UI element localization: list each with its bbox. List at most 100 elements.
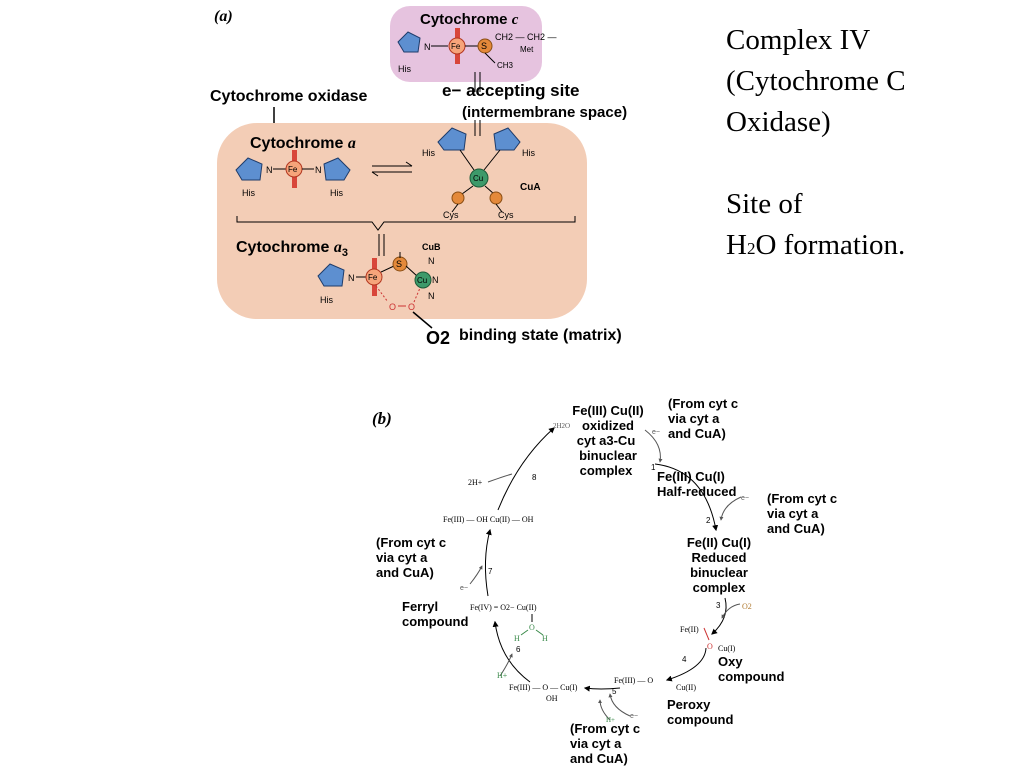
arc-2hplus: [487, 473, 513, 483]
intermembrane-space: (intermembrane space): [462, 104, 627, 121]
oxidized-line-2: oxidized: [582, 418, 634, 433]
a3-cu-o-bond: [413, 287, 421, 303]
cyt-c-title: Cytochrome c: [420, 11, 519, 28]
peroxy-line-2: compound: [667, 712, 733, 727]
from-cyt-1: (From cyt c via cyt a and CuA): [668, 396, 738, 441]
arc-step-6: [492, 620, 531, 683]
cua-his-right: His: [522, 148, 535, 158]
cyt-c-met: Met: [520, 45, 534, 54]
step-8: 8: [532, 473, 537, 482]
site-subscript: 2: [746, 239, 756, 258]
oxidized-state: Fe(III) Cu(II) oxidized cyt a3-Cu binucl…: [572, 403, 644, 478]
arc-o2-in: [721, 603, 741, 619]
cyt-c-his-ring: [397, 31, 421, 53]
arc-electron-2: [719, 496, 742, 521]
water-h-right: H: [542, 634, 548, 643]
oxy-line-2: compound: [718, 669, 784, 684]
cyt-a3-bond-2: [380, 265, 395, 273]
cyt-a3-his-ring: [317, 263, 345, 287]
from-cyt-2-line-2: via cyt a: [767, 506, 819, 521]
cyt-c-ch3: CH3: [497, 61, 514, 70]
arc-step-7: [484, 528, 492, 597]
step-5: 5: [612, 687, 617, 696]
cua-his-left-ring: [437, 127, 467, 151]
ferryl-line-2: compound: [402, 614, 468, 629]
cyt-a3-cu: Cu: [417, 276, 427, 285]
from-cyt-4-line-3: and CuA): [376, 565, 434, 580]
peroxy-struct: Fe(III) — O: [614, 676, 653, 685]
site-line-1: Site of: [726, 188, 803, 220]
a3-fe-o-bond: [375, 285, 389, 303]
from-cyt-1-line-3: and CuA): [668, 426, 726, 441]
two-h2o: 2H2O: [553, 422, 570, 430]
step-1: 1: [651, 463, 656, 472]
o2-binding-o2: O2: [426, 328, 450, 348]
oxy-struct-bond: [703, 627, 710, 641]
slide-title-line-1: Complex IV: [726, 24, 871, 56]
site-rest: O formation.: [755, 229, 906, 261]
cua-bond-cys-right: [495, 203, 503, 213]
cyt-a3-title: Cytochrome a3: [236, 239, 348, 259]
from-cyt-1-line-2: via cyt a: [668, 411, 720, 426]
e-accepting-site: e− accepting site: [442, 81, 579, 100]
cua-cu-atom: [469, 168, 489, 188]
peroxy-compound: Peroxy compound: [667, 697, 733, 727]
cyt-c-his: His: [398, 64, 411, 74]
cua-cys-left: Cys: [443, 210, 459, 220]
reduced-line-4: complex: [693, 580, 747, 595]
arc-hplus-6: [499, 653, 513, 677]
reduced-state: Fe(II) Cu(I) Reduced binuclear complex: [687, 535, 751, 595]
water-bond-left: [520, 629, 529, 636]
o2-binding-state: binding state (matrix): [459, 327, 622, 344]
step-2: 2: [706, 516, 711, 525]
cyt-a-his-right: His: [330, 188, 343, 198]
two-hplus: 2H+: [468, 478, 483, 487]
half-reduced-line-2: Half-reduced: [657, 484, 737, 499]
step-3: 3: [716, 601, 721, 610]
cua-his-left: His: [422, 148, 435, 158]
e-minus-1: e−: [652, 429, 660, 436]
cua-bond-s-left: [461, 185, 474, 195]
o2-small: O2: [742, 602, 752, 611]
from-cyt-3: (From cyt c via cyt a and CuA): [570, 721, 640, 766]
arc-hplus-5: [598, 699, 611, 721]
cyt-a-his-left: His: [242, 188, 255, 198]
e-minus-3: e−: [630, 713, 638, 720]
from-cyt-2: (From cyt c via cyt a and CuA): [767, 491, 837, 536]
step-6: 6: [516, 645, 521, 654]
oxidized-line-1: Fe(III) Cu(II): [572, 403, 644, 418]
cua-s-left-atom: [451, 191, 465, 205]
cub-label: CuB: [422, 242, 441, 252]
cua-label: CuA: [520, 182, 541, 193]
site-line-2: H2O formation.: [726, 231, 905, 260]
cyt-a-fe: Fe: [288, 165, 298, 174]
cyt-a3-cu-atom: [414, 271, 432, 289]
cyt-c-ch2: CH2 — CH2 —: [495, 32, 557, 42]
cua-bond-his-left: [459, 149, 475, 171]
hydroxy-struct: Fe(III) — OH Cu(II) — OH: [443, 515, 534, 524]
equilibrium-forward-head: [405, 161, 413, 167]
cua-cys-right: Cys: [498, 210, 514, 220]
brace: [236, 216, 576, 231]
step-4: 4: [682, 655, 687, 664]
reduced-line-2: Reduced: [692, 550, 747, 565]
reduced-line-3: binuclear: [690, 565, 748, 580]
panel-b-label: (b): [372, 409, 392, 428]
arc-electron-7: [469, 565, 483, 585]
peroxy-struct-cu: Cu(II): [676, 683, 696, 692]
panel-a-label: (a): [214, 8, 233, 25]
cyt-a3-s: S: [396, 259, 402, 269]
from-cyt-2-line-1: (From cyt c: [767, 491, 837, 506]
cyt-c-s: S: [481, 41, 487, 51]
arc-step-2: [654, 463, 719, 532]
a3-o-left: O: [389, 302, 396, 312]
cua-bond-his-right: [483, 149, 501, 171]
cyt-a3-fe: Fe: [368, 273, 378, 282]
equilibrium-back-head: [371, 171, 379, 177]
e-minus-2: e−: [741, 495, 749, 502]
arc-electron-1: [644, 429, 663, 463]
from-cyt-2-line-3: and CuA): [767, 521, 825, 536]
peroxy-line-1: Peroxy: [667, 697, 711, 712]
